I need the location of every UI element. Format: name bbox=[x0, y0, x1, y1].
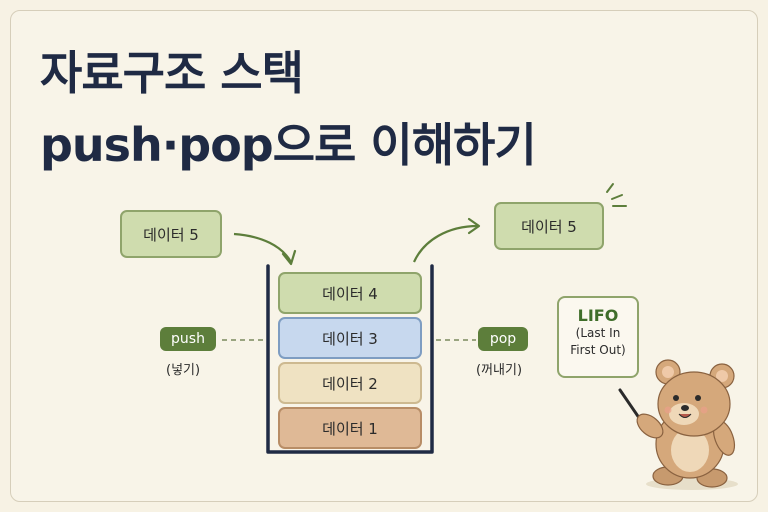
stack-item-4: 데이터 4 bbox=[278, 272, 422, 314]
incoming-data-box: 데이터 5 bbox=[120, 210, 222, 258]
stack-item-1: 데이터 1 bbox=[278, 407, 422, 449]
lifo-title: LIFO bbox=[577, 306, 619, 325]
push-arrow bbox=[233, 232, 292, 263]
pop-arrow bbox=[412, 224, 479, 263]
outgoing-data-box: 데이터 5 bbox=[494, 202, 604, 250]
bear-mascot-icon bbox=[618, 359, 738, 490]
lifo-line-2: First Out) bbox=[570, 343, 626, 357]
push-badge: push bbox=[160, 327, 216, 351]
page-title-line-1: 자료구조 스택 bbox=[40, 46, 304, 100]
lifo-note: LIFO (Last In First Out) bbox=[557, 296, 639, 378]
pop-arrowhead bbox=[467, 217, 481, 235]
lifo-line-1: (Last In bbox=[575, 326, 621, 340]
stack-container bbox=[266, 264, 434, 454]
sparkle-icon bbox=[606, 183, 627, 207]
stack-item-3: 데이터 3 bbox=[278, 317, 422, 359]
page-title-line-2: push·pop으로 이해하기 bbox=[40, 118, 537, 172]
pop-subtitle: (꺼내기) bbox=[476, 363, 523, 378]
push-arrowhead bbox=[281, 249, 297, 266]
pop-badge: pop bbox=[478, 327, 528, 351]
push-subtitle: (넣기) bbox=[166, 363, 201, 378]
stack-item-2: 데이터 2 bbox=[278, 362, 422, 404]
